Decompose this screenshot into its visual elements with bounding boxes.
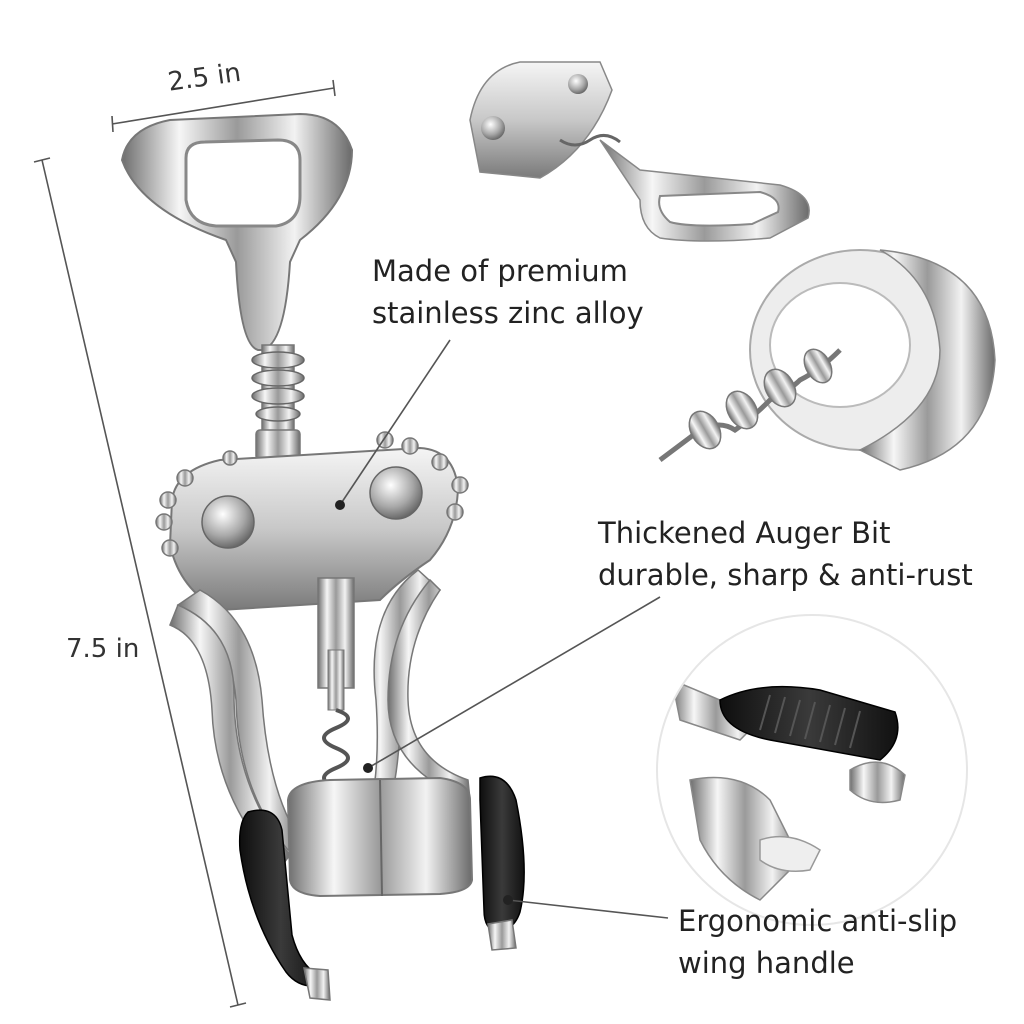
rivet-right <box>369 466 423 520</box>
detail-top-plate <box>469 61 810 242</box>
worm-screw <box>322 708 350 790</box>
grip-right-tip <box>487 919 517 951</box>
grip-left-tip <box>303 967 331 1001</box>
detail-handle <box>656 614 968 926</box>
callout-auger-line1: Thickened Auger Bit <box>598 516 891 550</box>
callout-lines <box>339 339 669 919</box>
callout-material-line1: Made of premium <box>372 254 628 288</box>
callout-material-line2: stainless zinc alloy <box>372 296 644 330</box>
rivet-left <box>201 495 255 549</box>
width-dimension-line <box>111 79 336 133</box>
detail-auger <box>658 249 996 471</box>
callout-dots <box>335 500 513 905</box>
height-label: 7.5 in <box>66 634 140 664</box>
height-dimension-line <box>33 157 247 1008</box>
callout-auger-line2: durable, sharp & anti-rust <box>598 558 973 592</box>
callout-handle-line2: wing handle <box>678 946 855 980</box>
spring-coils <box>251 351 305 422</box>
grip-left <box>238 809 324 987</box>
callout-handle-line1: Ergonomic anti-slip <box>678 904 958 938</box>
gear-teeth <box>155 431 469 557</box>
bottle-opener-hole <box>184 138 302 228</box>
grip-right <box>479 775 525 933</box>
corkscrew-main <box>120 112 525 1001</box>
